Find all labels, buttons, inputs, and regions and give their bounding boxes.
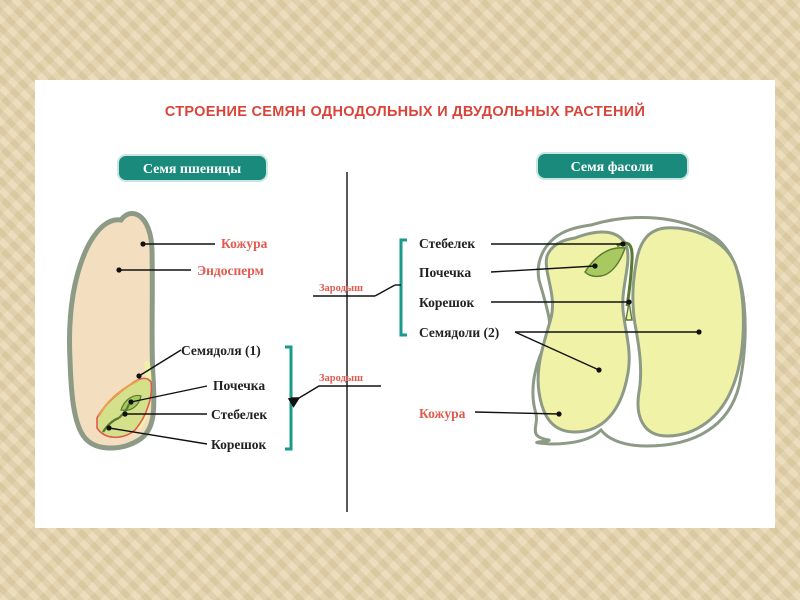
wheat-badge-label: Семя пшеницы: [143, 162, 241, 177]
bean-badge: Семя фасоли: [536, 152, 689, 180]
wheat-leaders: [106, 241, 215, 445]
wheat-label-endosperm: Эндосперм: [197, 263, 264, 278]
bean-badge-label: Семя фасоли: [571, 160, 654, 175]
bean-root-shape: [625, 301, 633, 321]
wheat-seed: [67, 211, 157, 451]
bean-leaders: [474, 241, 702, 417]
wheat-badge: Семя пшеницы: [117, 154, 268, 182]
wheat-scutellum: [98, 379, 140, 417]
wheat-embryo-bracket: [285, 345, 293, 451]
bean-label-root: Корешок: [419, 295, 475, 310]
seed-structure-diagram: СТРОЕНИЕ СЕМЯН ОДНОДОЛЬНЫХ И ДВУДОЛЬНЫХ …: [67, 102, 747, 512]
bean-label-stem: Стебелек: [419, 236, 475, 251]
wheat-label-stem: Стебелек: [211, 407, 267, 422]
bean-label-bud: Почечка: [419, 265, 471, 280]
wheat-label-cotyledon: Семядоля (1): [181, 343, 261, 358]
wheat-label-peel: Кожура: [221, 236, 268, 251]
wheat-label-root: Корешок: [211, 437, 267, 452]
bean-embryo-label: Зародыш: [319, 283, 363, 294]
wheat-label-bud: Почечка: [213, 378, 265, 393]
bean-label-peel: Кожура: [419, 406, 466, 421]
bean-embryo-bracket: [399, 238, 407, 337]
wheat-embryo-label: Зародыш: [319, 373, 363, 384]
page-title: СТРОЕНИЕ СЕМЯН ОДНОДОЛЬНЫХ И ДВУДОЛЬНЫХ …: [165, 102, 645, 120]
wheat-root-shape: [102, 416, 120, 433]
bean-label-cotyledons: Семядоли (2): [419, 325, 499, 340]
diagram-panel: СТРОЕНИЕ СЕМЯН ОДНОДОЛЬНЫХ И ДВУДОЛЬНЫХ …: [35, 80, 775, 528]
bean-bud-shape: [584, 247, 626, 278]
